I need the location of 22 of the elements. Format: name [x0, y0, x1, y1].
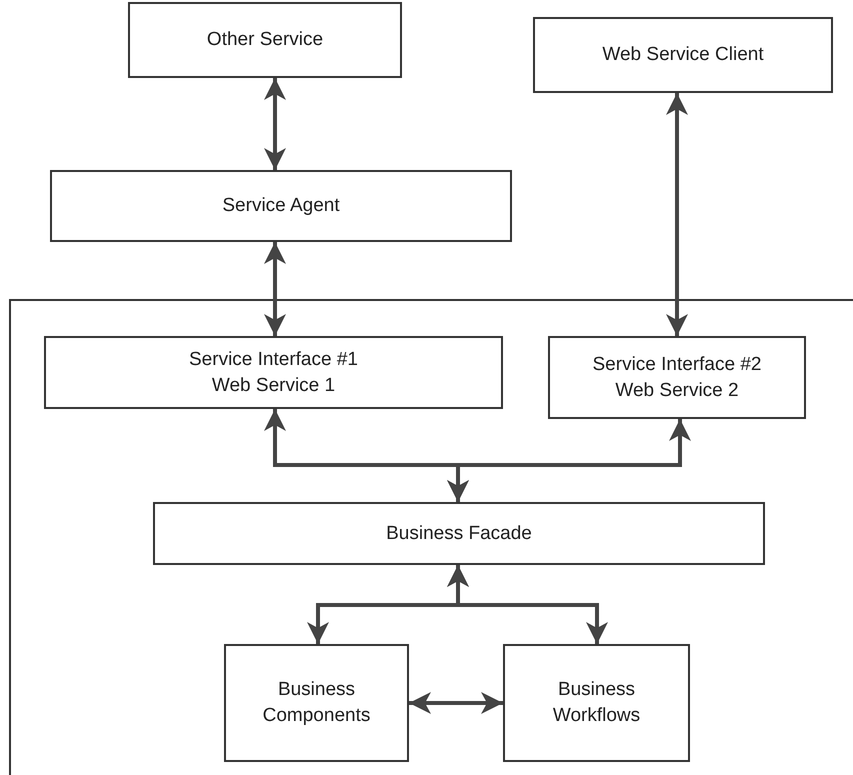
- process-box: [533, 17, 833, 93]
- process-box: [224, 644, 409, 762]
- process-box: [50, 170, 512, 242]
- process-box: [503, 644, 690, 762]
- node-label: Business Components: [262, 678, 372, 728]
- node-label: Web Service 1: [212, 374, 336, 398]
- arrow: [409, 692, 503, 714]
- node-label: Web Service 2: [615, 378, 739, 402]
- process-box: [128, 2, 402, 78]
- process-box: [153, 502, 765, 565]
- arrow: [264, 78, 286, 170]
- arrow: [666, 93, 688, 336]
- process-box: [548, 336, 806, 419]
- node-label: Other Service: [206, 28, 324, 52]
- node-label: Service Interface #2: [592, 352, 762, 377]
- node-label: Service Interface #1: [189, 348, 358, 372]
- node-label: Web Service Client: [602, 43, 764, 68]
- node-label: Service Agent: [222, 194, 340, 218]
- node-label: Business Facade: [386, 522, 532, 546]
- process-box: [44, 336, 503, 409]
- node-label: Business Workflows: [552, 678, 642, 728]
- arrow: [264, 242, 286, 336]
